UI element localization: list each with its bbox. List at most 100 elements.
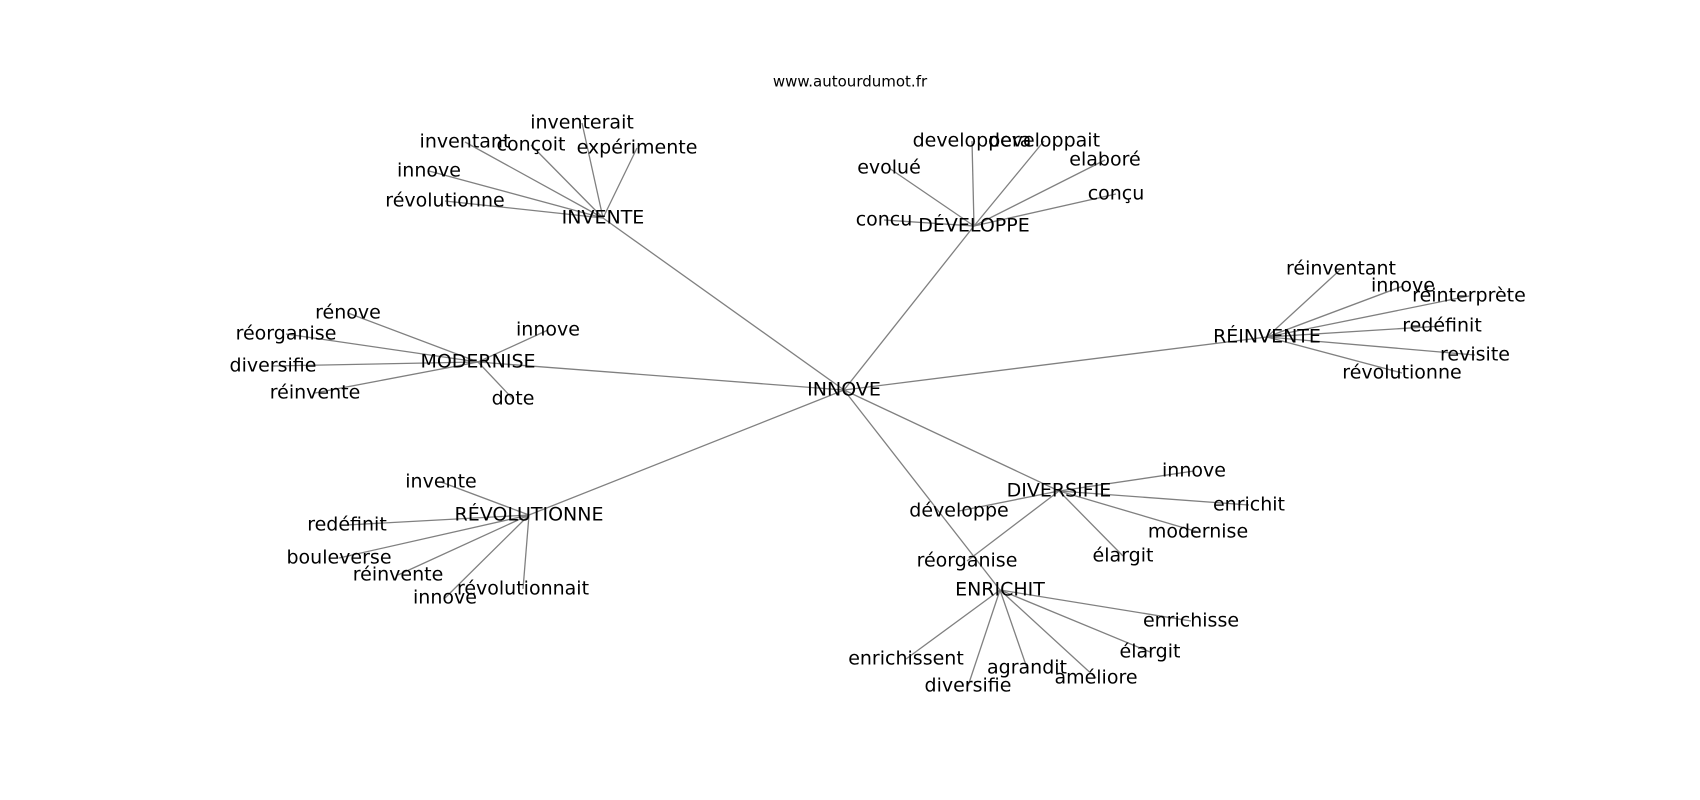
edge-developpe-dev-concu1 bbox=[973, 193, 1117, 227]
edge-modernise-mod-dote bbox=[477, 361, 514, 400]
edge-revolutionne-rev-revolutionnait bbox=[522, 514, 530, 590]
node-rei-reinventant: réinventant bbox=[1286, 258, 1396, 280]
edge-diversifie-div-reorganise bbox=[966, 490, 1060, 562]
edge-reinvente-rei-redefinit bbox=[1266, 325, 1443, 338]
node-enrichit: ENRICHIT bbox=[955, 579, 1045, 601]
node-enr-diversifie: diversifie bbox=[925, 675, 1012, 697]
node-div-developpe: développe bbox=[909, 500, 1008, 522]
edge-enrichit-enr-ameliore bbox=[999, 589, 1097, 679]
node-modernise: MODERNISE bbox=[420, 351, 535, 373]
node-mod-reinvente: réinvente bbox=[270, 382, 361, 404]
edge-revolutionne-rev-invente bbox=[440, 481, 530, 516]
node-rev-invente: invente bbox=[405, 471, 476, 493]
node-rev-reinvente: réinvente bbox=[353, 564, 444, 586]
edge-center-revolutionne bbox=[528, 389, 845, 516]
edge-reinvente-rei-innove bbox=[1266, 285, 1404, 338]
edge-modernise-mod-reinvente bbox=[314, 361, 479, 394]
edge-modernise-mod-diversifie bbox=[272, 361, 479, 367]
edge-reinvente-rei-reinventant bbox=[1266, 268, 1342, 338]
edge-reinvente-rei-reinterprete bbox=[1266, 295, 1470, 338]
edge-invente-inv-inventerait bbox=[581, 122, 604, 219]
node-revolutionne: RÉVOLUTIONNE bbox=[455, 503, 604, 526]
node-inv-concoit: conçoit bbox=[497, 134, 566, 156]
edge-diversifie-div-innove bbox=[1058, 470, 1195, 492]
edge-enrichit-enr-enrichisse bbox=[999, 589, 1192, 622]
edge-revolutionne-rev-redefinit bbox=[346, 514, 530, 526]
edge-center-developpe bbox=[843, 225, 975, 391]
node-rev-bouleverse: bouleverse bbox=[286, 547, 391, 569]
edge-diversifie-div-elargit bbox=[1058, 490, 1124, 557]
node-inv-inventerait: inventerait bbox=[530, 112, 634, 134]
edge-invente-inv-inventant bbox=[464, 141, 604, 219]
edge-reinvente-rei-revolutionne bbox=[1266, 336, 1403, 374]
node-div-enrichit: enrichit bbox=[1213, 494, 1285, 516]
node-div-elargit: élargit bbox=[1093, 545, 1154, 567]
graph-labels: INNOVE INVENTE DÉVELOPPE RÉINVENTE MODERNISE… bbox=[230, 112, 1526, 697]
edge-center-invente bbox=[602, 217, 845, 391]
edge-diversifie-div-enrichit bbox=[1058, 490, 1250, 506]
node-enr-enrichissent: enrichissent bbox=[848, 648, 964, 670]
edge-enrichit-enr-elargit bbox=[999, 589, 1151, 653]
node-inv-innove: innove bbox=[397, 160, 461, 182]
edge-enrichit-enr-diversifie bbox=[967, 589, 1001, 687]
node-mod-dote: dote bbox=[492, 388, 535, 410]
node-dev-elabore: elaboré bbox=[1069, 149, 1140, 171]
node-developpe: DÉVELOPPE bbox=[918, 214, 1029, 237]
node-rei-revolutionne: révolutionne bbox=[1342, 362, 1461, 384]
edge-revolutionne-rev-reinvente bbox=[397, 514, 530, 576]
edge-modernise-mod-innove bbox=[477, 329, 549, 363]
node-inv-experimente: expérimente bbox=[577, 137, 698, 159]
edge-invente-inv-innove bbox=[428, 170, 604, 219]
node-enr-enrichisse: enrichisse bbox=[1143, 610, 1239, 632]
node-rei-innove: innove bbox=[1371, 275, 1435, 297]
edge-modernise-mod-renove bbox=[347, 312, 479, 363]
edge-revolutionne-rev-bouleverse bbox=[338, 514, 530, 559]
node-div-reorganise: réorganise bbox=[917, 550, 1018, 572]
node-dev-developpera: developpera bbox=[913, 130, 1032, 152]
node-rei-revisite: revisite bbox=[1440, 344, 1510, 366]
edge-invente-inv-revolutionne bbox=[444, 200, 604, 219]
edge-developpe-dev-evolue bbox=[888, 167, 975, 227]
edge-center-modernise bbox=[477, 361, 845, 391]
node-dev-concu2: concu bbox=[856, 209, 913, 231]
graph-edges bbox=[272, 122, 1476, 687]
node-diversifie: DIVERSIFIE bbox=[1007, 480, 1112, 502]
edge-diversifie-div-developpe bbox=[958, 490, 1060, 512]
edge-center-diversifie bbox=[843, 389, 1060, 492]
edge-invente-inv-experimente bbox=[602, 147, 638, 219]
node-center: INNOVE bbox=[807, 379, 881, 401]
node-div-innove: innove bbox=[1162, 460, 1226, 482]
edge-developpe-dev-developpera bbox=[971, 140, 975, 227]
edge-developpe-dev-developpait bbox=[973, 140, 1045, 227]
edge-enrichit-enr-agrandit bbox=[999, 589, 1028, 669]
node-rev-innove: innove bbox=[413, 587, 477, 609]
edge-enrichit-enr-enrichissent bbox=[905, 589, 1001, 660]
edge-diversifie-div-modernise bbox=[1058, 490, 1199, 533]
edge-invente-inv-concoit bbox=[530, 144, 604, 219]
node-enr-agrandit: agrandit bbox=[987, 657, 1067, 679]
node-dev-concu1: conçu bbox=[1088, 183, 1145, 205]
node-rev-redefinit: redéfinit bbox=[307, 514, 387, 536]
edge-developpe-dev-concu2 bbox=[883, 219, 975, 227]
node-rei-redefinit: redéfinit bbox=[1402, 315, 1482, 337]
node-mod-reorganise: réorganise bbox=[236, 323, 337, 345]
node-enr-elargit: élargit bbox=[1120, 641, 1181, 663]
node-invente: INVENTE bbox=[562, 207, 645, 229]
edge-center-enrichit bbox=[843, 389, 1001, 591]
node-enr-ameliore: améliore bbox=[1054, 667, 1137, 689]
edge-center-reinvente bbox=[843, 336, 1268, 391]
node-div-modernise: modernise bbox=[1148, 521, 1248, 543]
node-rev-revolutionnait: révolutionnait bbox=[457, 578, 589, 600]
edge-revolutionne-rev-innove bbox=[444, 514, 530, 599]
node-mod-diversifie: diversifie bbox=[230, 355, 317, 377]
edge-reinvente-rei-revisite bbox=[1266, 336, 1476, 356]
node-dev-evolue: evolué bbox=[857, 157, 921, 179]
node-rei-reinterprete: réinterprète bbox=[1412, 285, 1526, 307]
edge-modernise-mod-reorganise bbox=[285, 333, 479, 363]
node-inv-inventant: inventant bbox=[420, 131, 511, 153]
node-reinvente: RÉINVENTE bbox=[1213, 325, 1321, 348]
edge-developpe-dev-elabore bbox=[973, 159, 1106, 227]
node-mod-renove: rénove bbox=[315, 302, 381, 324]
node-mod-innove: innove bbox=[516, 319, 580, 341]
